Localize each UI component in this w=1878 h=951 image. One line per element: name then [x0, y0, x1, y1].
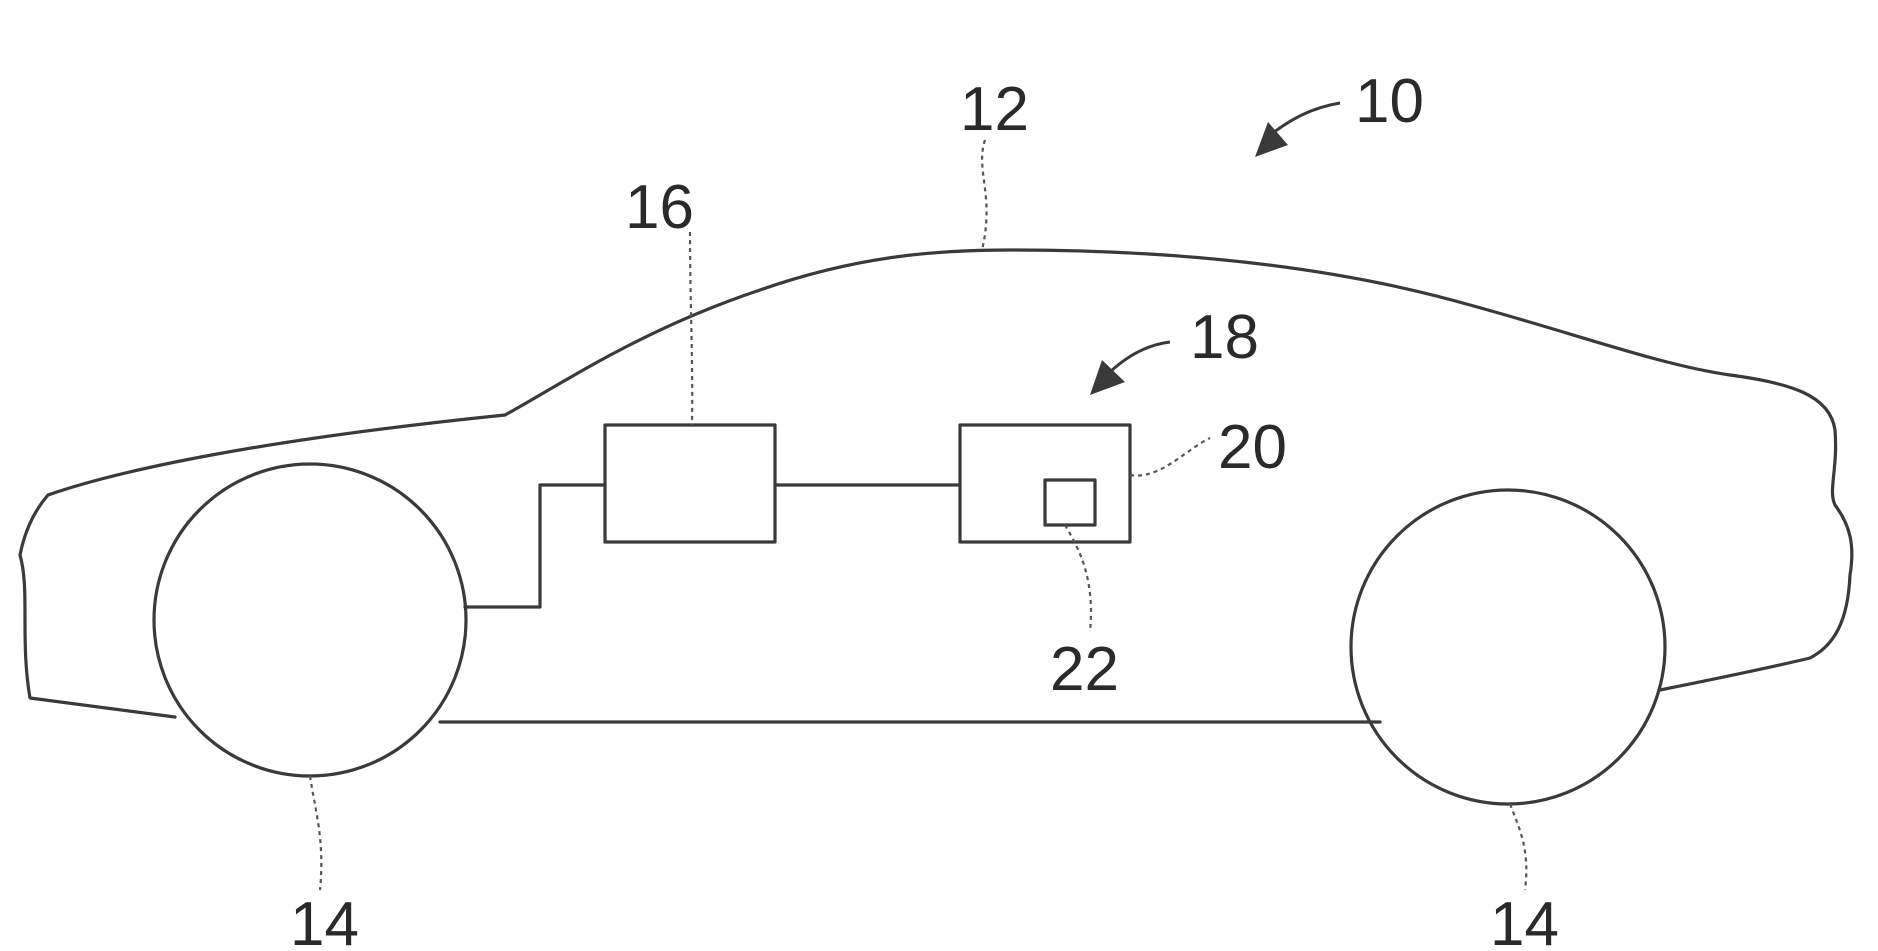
rear-wheel	[1351, 490, 1665, 804]
leader-line-16	[690, 232, 692, 425]
front-wheel	[154, 464, 466, 776]
leader-line-14-front	[310, 776, 321, 890]
label-wheel-front: 14	[290, 890, 359, 951]
label-vehicle: 10	[1355, 67, 1424, 136]
label-body: 12	[960, 75, 1029, 144]
arrow-18	[1090, 342, 1170, 395]
leader-line-12	[982, 140, 987, 250]
wheel-to-powertrain-connection	[465, 485, 605, 607]
label-wheel-rear: 14	[1490, 890, 1559, 951]
label-processor: 22	[1050, 635, 1119, 704]
leader-line-14-rear	[1510, 804, 1526, 890]
label-controller: 20	[1218, 413, 1287, 482]
powertrain-box	[605, 425, 775, 542]
processor-box	[1045, 480, 1095, 525]
label-powertrain: 16	[625, 173, 694, 242]
arrow-10	[1255, 103, 1340, 157]
label-system: 18	[1190, 303, 1259, 372]
leader-line-20	[1130, 438, 1210, 476]
